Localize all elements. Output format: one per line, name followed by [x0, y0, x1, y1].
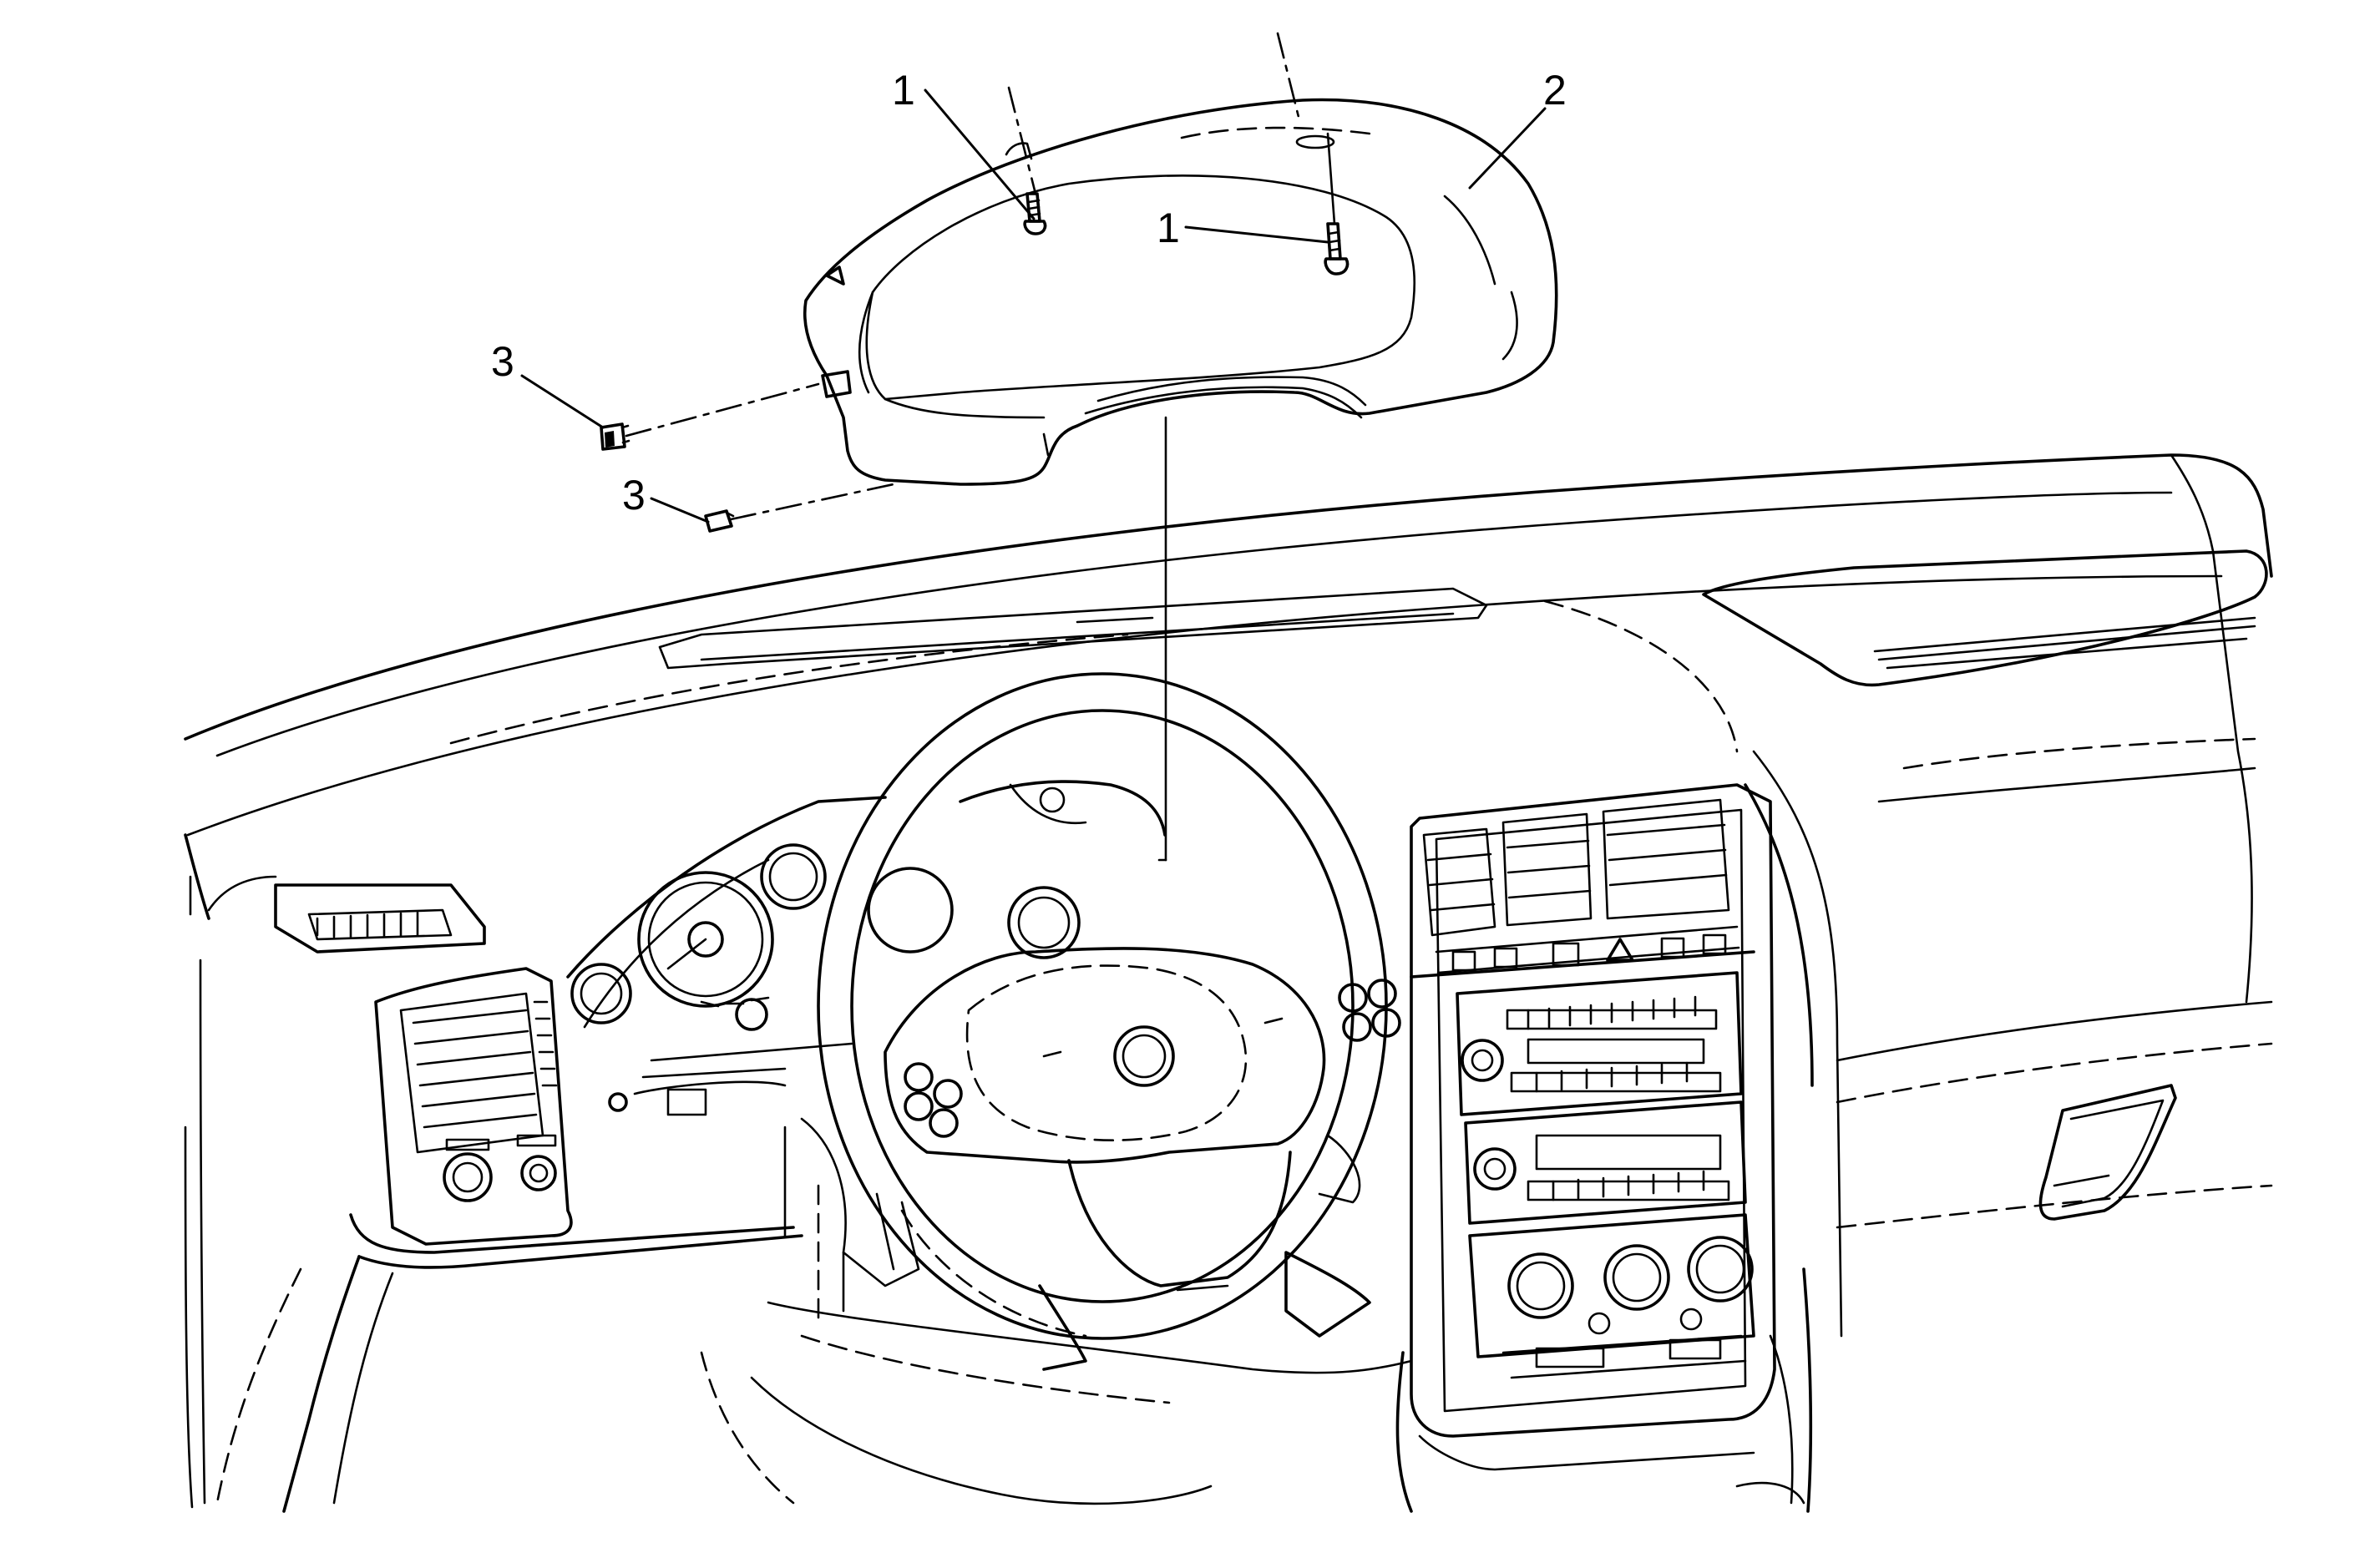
retainer-clip-lower [704, 509, 735, 533]
callout-labels: 1 1 2 3 3 [491, 67, 1567, 518]
callout-1-right: 1 [1157, 205, 1180, 251]
callout-1-left: 1 [892, 67, 915, 114]
cluster-trim-bezel [803, 98, 1558, 486]
alignment-lines [625, 32, 1336, 862]
steering-wheel [817, 672, 1401, 1371]
instrument-panel [184, 453, 2273, 1513]
instrument-cluster [566, 796, 1081, 1116]
callout-3-upper: 3 [491, 338, 514, 385]
callout-2: 2 [1543, 67, 1567, 114]
retainer-clip-upper [600, 422, 630, 451]
center-stack [1395, 783, 1813, 1513]
callout-leaders [520, 89, 1547, 524]
callout-3-lower: 3 [622, 472, 646, 518]
